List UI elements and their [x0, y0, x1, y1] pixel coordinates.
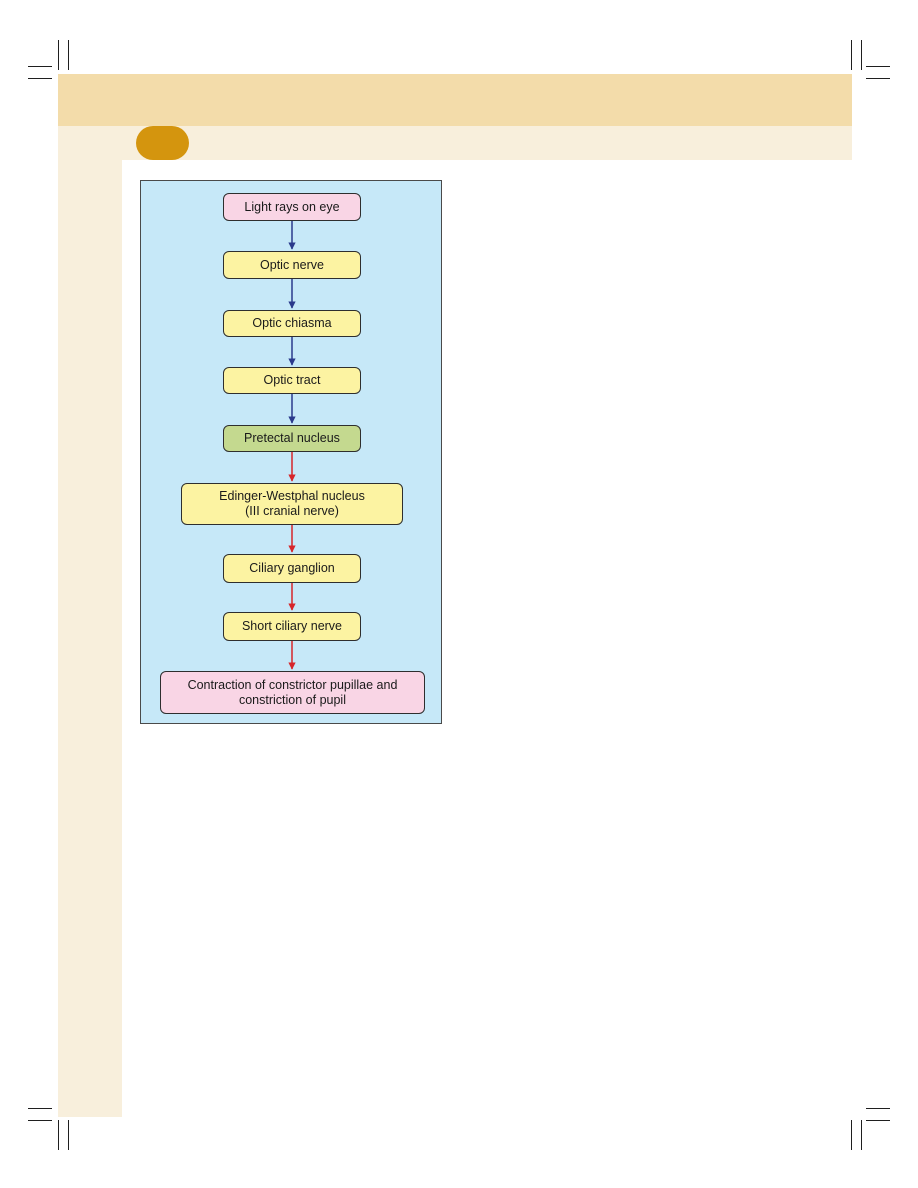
left-margin-band — [58, 160, 122, 1117]
node-optic-chiasma: Optic chiasma — [223, 310, 361, 337]
crop-mark — [68, 1120, 69, 1150]
crop-mark — [28, 78, 52, 79]
crop-mark — [866, 1108, 890, 1109]
crop-mark — [851, 1120, 852, 1150]
node-edinger-westphal-nucleus: Edinger-Westphal nucleus (III cranial ne… — [181, 483, 403, 525]
crop-mark — [58, 40, 59, 70]
crop-mark — [866, 1120, 890, 1121]
crop-mark — [861, 1120, 862, 1150]
crop-mark — [28, 1120, 52, 1121]
node-short-ciliary-nerve: Short ciliary nerve — [223, 612, 361, 641]
node-optic-tract: Optic tract — [223, 367, 361, 394]
header-band — [58, 74, 852, 126]
crop-mark — [28, 1108, 52, 1109]
crop-mark — [861, 40, 862, 70]
crop-mark — [68, 40, 69, 70]
node-pretectal-nucleus: Pretectal nucleus — [223, 425, 361, 452]
flowchart-arrows — [288, 221, 296, 670]
node-optic-nerve: Optic nerve — [223, 251, 361, 279]
node-ciliary-ganglion: Ciliary ganglion — [223, 554, 361, 583]
crop-mark — [28, 66, 52, 67]
node-contraction-of-constrictor-pupillae: Contraction of constrictor pupillae and … — [160, 671, 425, 714]
flowchart-panel: Light rays on eye Optic nerve Optic chia… — [140, 180, 442, 724]
crop-mark — [866, 66, 890, 67]
crop-mark — [851, 40, 852, 70]
subheader-band — [58, 126, 852, 160]
crop-mark — [58, 1120, 59, 1150]
crop-mark — [866, 78, 890, 79]
chapter-tab-marker — [136, 126, 189, 160]
node-light-rays-on-eye: Light rays on eye — [223, 193, 361, 221]
